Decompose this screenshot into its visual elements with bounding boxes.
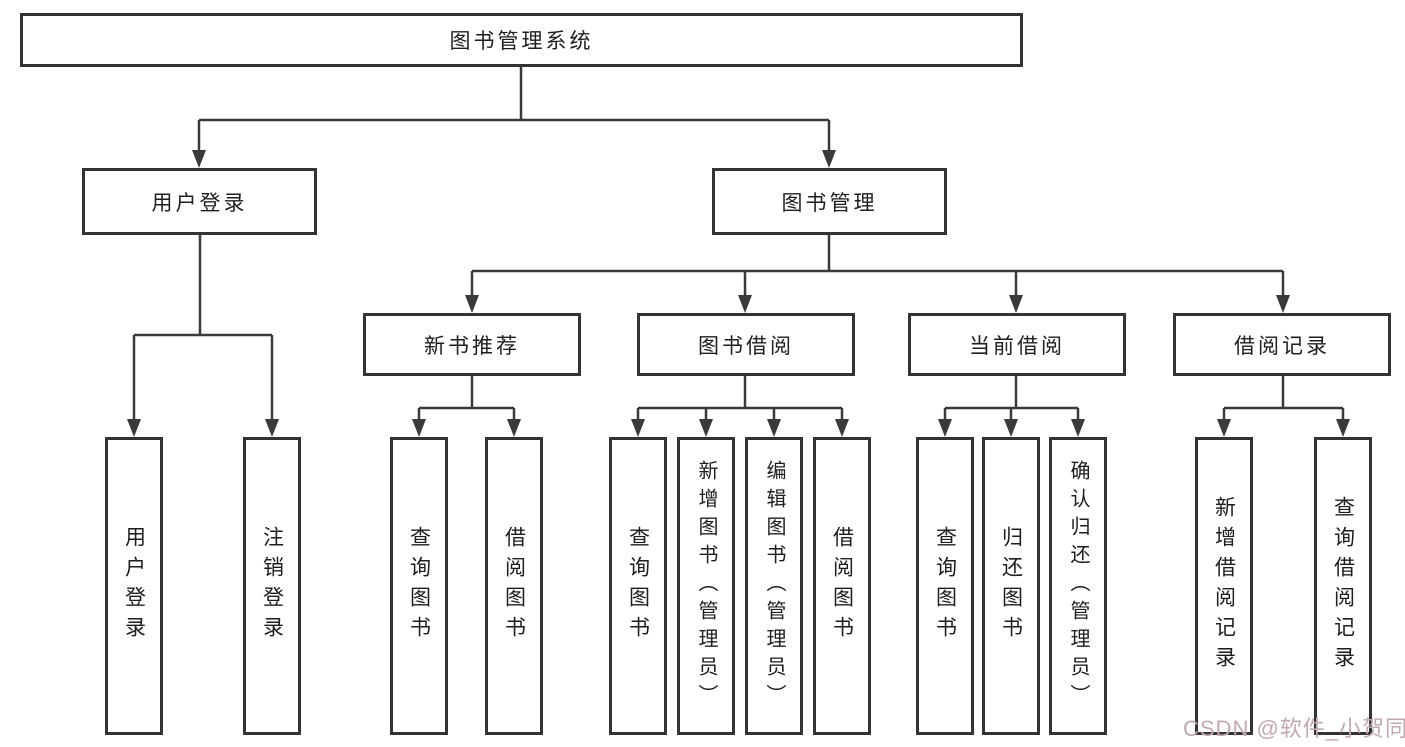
leaf-nb-borrow-books: 借阅图书 xyxy=(485,437,543,735)
leaf-bb-borrow-books-label: 借阅图书 xyxy=(830,526,854,646)
leaf-br-add-record-label: 新增借阅记录 xyxy=(1212,496,1236,676)
node-user-login: 用户登录 xyxy=(82,168,317,235)
leaf-cb-query-books-label: 查询图书 xyxy=(933,526,957,646)
node-current-borrow-label: 当前借阅 xyxy=(969,334,1065,358)
node-current-borrow: 当前借阅 xyxy=(908,313,1126,376)
leaf-logout: 注销登录 xyxy=(243,437,301,735)
leaf-bb-edit-books-admin-label: 编辑图书（管理员） xyxy=(763,460,785,712)
leaf-bb-query-books-label: 查询图书 xyxy=(626,526,650,646)
csdn-watermark: CSDN @软件_小贺同学 xyxy=(1183,716,1405,741)
connector-currentborrow-to-leaves xyxy=(938,374,1085,437)
leaf-br-query-record: 查询借阅记录 xyxy=(1314,437,1372,735)
connector-borrowrecords-to-leaves xyxy=(1217,374,1350,437)
node-user-login-label: 用户登录 xyxy=(151,191,248,215)
leaf-bb-add-books-admin: 新增图书（管理员） xyxy=(677,437,735,735)
leaf-br-query-record-label: 查询借阅记录 xyxy=(1331,496,1355,676)
leaf-nb-query-books-label: 查询图书 xyxy=(407,526,431,646)
leaf-cb-confirm-return-admin: 确认归还（管理员） xyxy=(1049,437,1107,735)
connector-bookborrow-to-leaves xyxy=(631,374,849,437)
leaf-cb-return-books-label: 归还图书 xyxy=(999,526,1023,646)
node-book-management-label: 图书管理 xyxy=(781,191,878,215)
node-borrow-records-label: 借阅记录 xyxy=(1234,334,1330,358)
leaf-nb-borrow-books-label: 借阅图书 xyxy=(502,526,526,646)
connector-userlogin-to-leaves xyxy=(127,233,279,437)
connector-root-to-level2 xyxy=(192,65,836,168)
leaf-user-login-label: 用户登录 xyxy=(122,526,146,646)
node-new-book-recommend: 新书推荐 xyxy=(363,313,581,376)
node-borrow-records: 借阅记录 xyxy=(1173,313,1391,376)
leaf-cb-confirm-return-admin-label: 确认归还（管理员） xyxy=(1067,460,1089,712)
node-new-book-recommend-label: 新书推荐 xyxy=(424,334,520,358)
node-root-library-system: 图书管理系统 xyxy=(20,13,1023,67)
leaf-cb-query-books: 查询图书 xyxy=(916,437,974,735)
node-book-borrow-label: 图书借阅 xyxy=(698,334,794,358)
connector-newbook-to-leaves xyxy=(412,374,521,437)
leaf-bb-edit-books-admin: 编辑图书（管理员） xyxy=(745,437,803,735)
node-book-borrow: 图书借阅 xyxy=(637,313,855,376)
leaf-bb-query-books: 查询图书 xyxy=(609,437,667,735)
leaf-bb-borrow-books: 借阅图书 xyxy=(813,437,871,735)
connector-bookmgmt-to-level3 xyxy=(465,233,1290,313)
leaf-cb-return-books: 归还图书 xyxy=(982,437,1040,735)
leaf-br-add-record: 新增借阅记录 xyxy=(1195,437,1253,735)
leaf-user-login: 用户登录 xyxy=(105,437,163,735)
leaf-bb-add-books-admin-label: 新增图书（管理员） xyxy=(695,460,717,712)
leaf-logout-label: 注销登录 xyxy=(260,526,284,646)
node-book-management: 图书管理 xyxy=(712,168,947,235)
node-root-label: 图书管理系统 xyxy=(449,30,594,53)
leaf-nb-query-books: 查询图书 xyxy=(390,437,448,735)
